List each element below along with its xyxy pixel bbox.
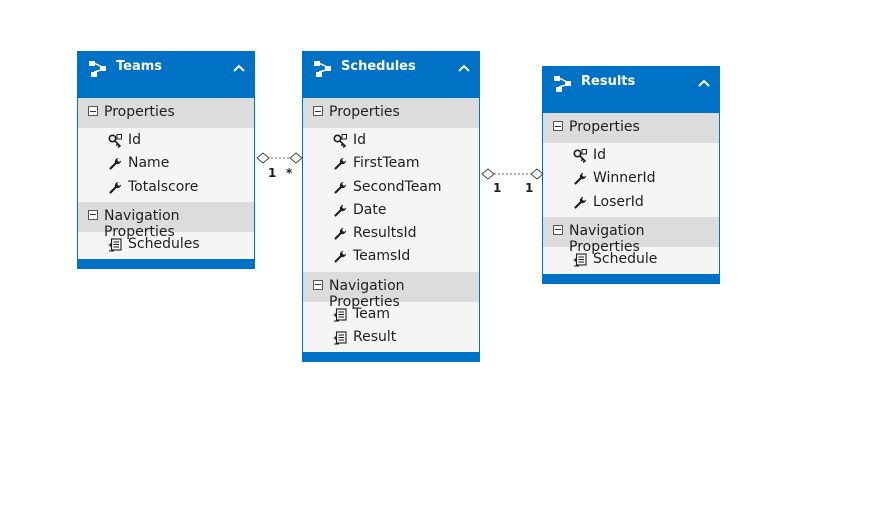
entity-header[interactable]: Results [543,67,719,113]
collapse-toggle-icon[interactable] [313,106,323,116]
property-label: FirstTeam [353,155,420,172]
chevron-up-icon[interactable] [233,64,245,72]
collapse-toggle-icon[interactable] [553,224,563,235]
section-label: Properties [329,104,400,120]
collapse-toggle-icon[interactable] [553,121,563,131]
property-label: TeamsId [353,248,411,265]
property-item[interactable]: Name [78,153,254,176]
navigation-item[interactable]: Result [303,327,479,350]
property-item[interactable]: Id [543,145,719,168]
section-label: Properties [104,104,175,120]
entity-footer [543,274,719,284]
association-end-diamond-icon [530,168,544,180]
property-item[interactable]: TeamsId [303,246,479,269]
wrench-icon [108,181,122,195]
association-end-diamond-icon [289,152,303,164]
wrench-icon [573,196,587,210]
multiplicity-label: 1 [268,166,277,180]
key-icon [108,134,122,148]
property-item[interactable]: FirstTeam [303,153,479,176]
property-item[interactable]: Id [78,130,254,153]
chevron-up-icon[interactable] [458,64,470,72]
property-label: LoserId [593,193,644,210]
navigation-section-header[interactable]: Navigation Properties [303,271,479,310]
navigation-label: Team [353,305,391,322]
property-label: ResultsId [353,225,417,242]
entity-icon [553,75,573,93]
wrench-icon [333,250,347,264]
property-item[interactable]: Date [303,200,479,223]
navigation-property-icon [333,331,347,345]
key-icon [573,149,587,163]
property-item[interactable]: WinnerId [543,168,719,191]
wrench-icon [573,172,587,186]
section-label: Navigation Properties [569,222,645,255]
navigation-property-icon [333,308,347,322]
multiplicity-label: 1 [525,181,534,195]
entity-teams[interactable]: Teams Properties Id Name Totalscore Navi… [77,51,255,270]
collapse-toggle-icon[interactable] [88,106,98,116]
section-label: Navigation Properties [329,277,405,310]
wrench-icon [333,227,347,241]
association-end-diamond-icon [481,168,495,180]
properties-section-header[interactable]: Properties [303,98,479,128]
wrench-icon [333,181,347,195]
property-label: Id [353,132,367,148]
property-item[interactable]: ResultsId [303,223,479,246]
property-label: Totalscore [128,178,199,195]
navigation-section-header[interactable]: Navigation Properties [78,201,254,240]
entity-footer [78,259,254,269]
entity-icon [88,60,108,78]
entity-footer [303,352,479,362]
key-icon [333,134,347,148]
property-label: Id [593,147,607,163]
navigation-item[interactable]: Schedules [78,234,254,257]
association-schedules-results[interactable] [480,166,545,182]
property-item[interactable]: LoserId [543,192,719,215]
chevron-up-icon[interactable] [698,79,710,87]
property-label: Name [128,155,170,172]
wrench-icon [108,157,122,171]
properties-section-header[interactable]: Properties [543,113,719,143]
entity-icon [313,60,333,78]
navigation-item[interactable]: Team [303,304,479,327]
entity-header[interactable]: Teams [78,52,254,98]
navigation-property-icon [108,238,122,252]
entity-title: Schedules [341,59,416,74]
multiplicity-label: 1 [493,181,502,195]
multiplicity-label: * [286,166,293,180]
property-label: WinnerId [593,170,656,187]
property-item[interactable]: Totalscore [78,177,254,200]
property-item[interactable]: SecondTeam [303,177,479,200]
navigation-label: Schedules [128,235,200,252]
property-label: SecondTeam [353,178,442,195]
wrench-icon [333,204,347,218]
collapse-toggle-icon[interactable] [88,209,98,220]
navigation-label: Result [353,329,397,346]
entity-schedules[interactable]: Schedules Properties Id FirstTeam Second… [302,51,480,363]
entity-results[interactable]: Results Properties Id WinnerId LoserId N… [542,66,720,285]
property-item[interactable]: Id [303,130,479,153]
property-label: Id [128,132,142,148]
properties-section-header[interactable]: Properties [78,98,254,128]
entity-header[interactable]: Schedules [303,52,479,98]
property-label: Date [353,201,387,218]
section-label: Navigation Properties [104,207,180,240]
wrench-icon [333,157,347,171]
navigation-property-icon [573,253,587,267]
navigation-section-header[interactable]: Navigation Properties [543,216,719,255]
navigation-label: Schedule [593,250,658,267]
section-label: Properties [569,119,640,135]
association-teams-schedules[interactable] [255,150,305,166]
navigation-item[interactable]: Schedule [543,249,719,272]
entity-title: Teams [116,59,163,74]
entity-title: Results [581,74,636,89]
association-end-diamond-icon [256,152,270,164]
collapse-toggle-icon[interactable] [313,279,323,290]
